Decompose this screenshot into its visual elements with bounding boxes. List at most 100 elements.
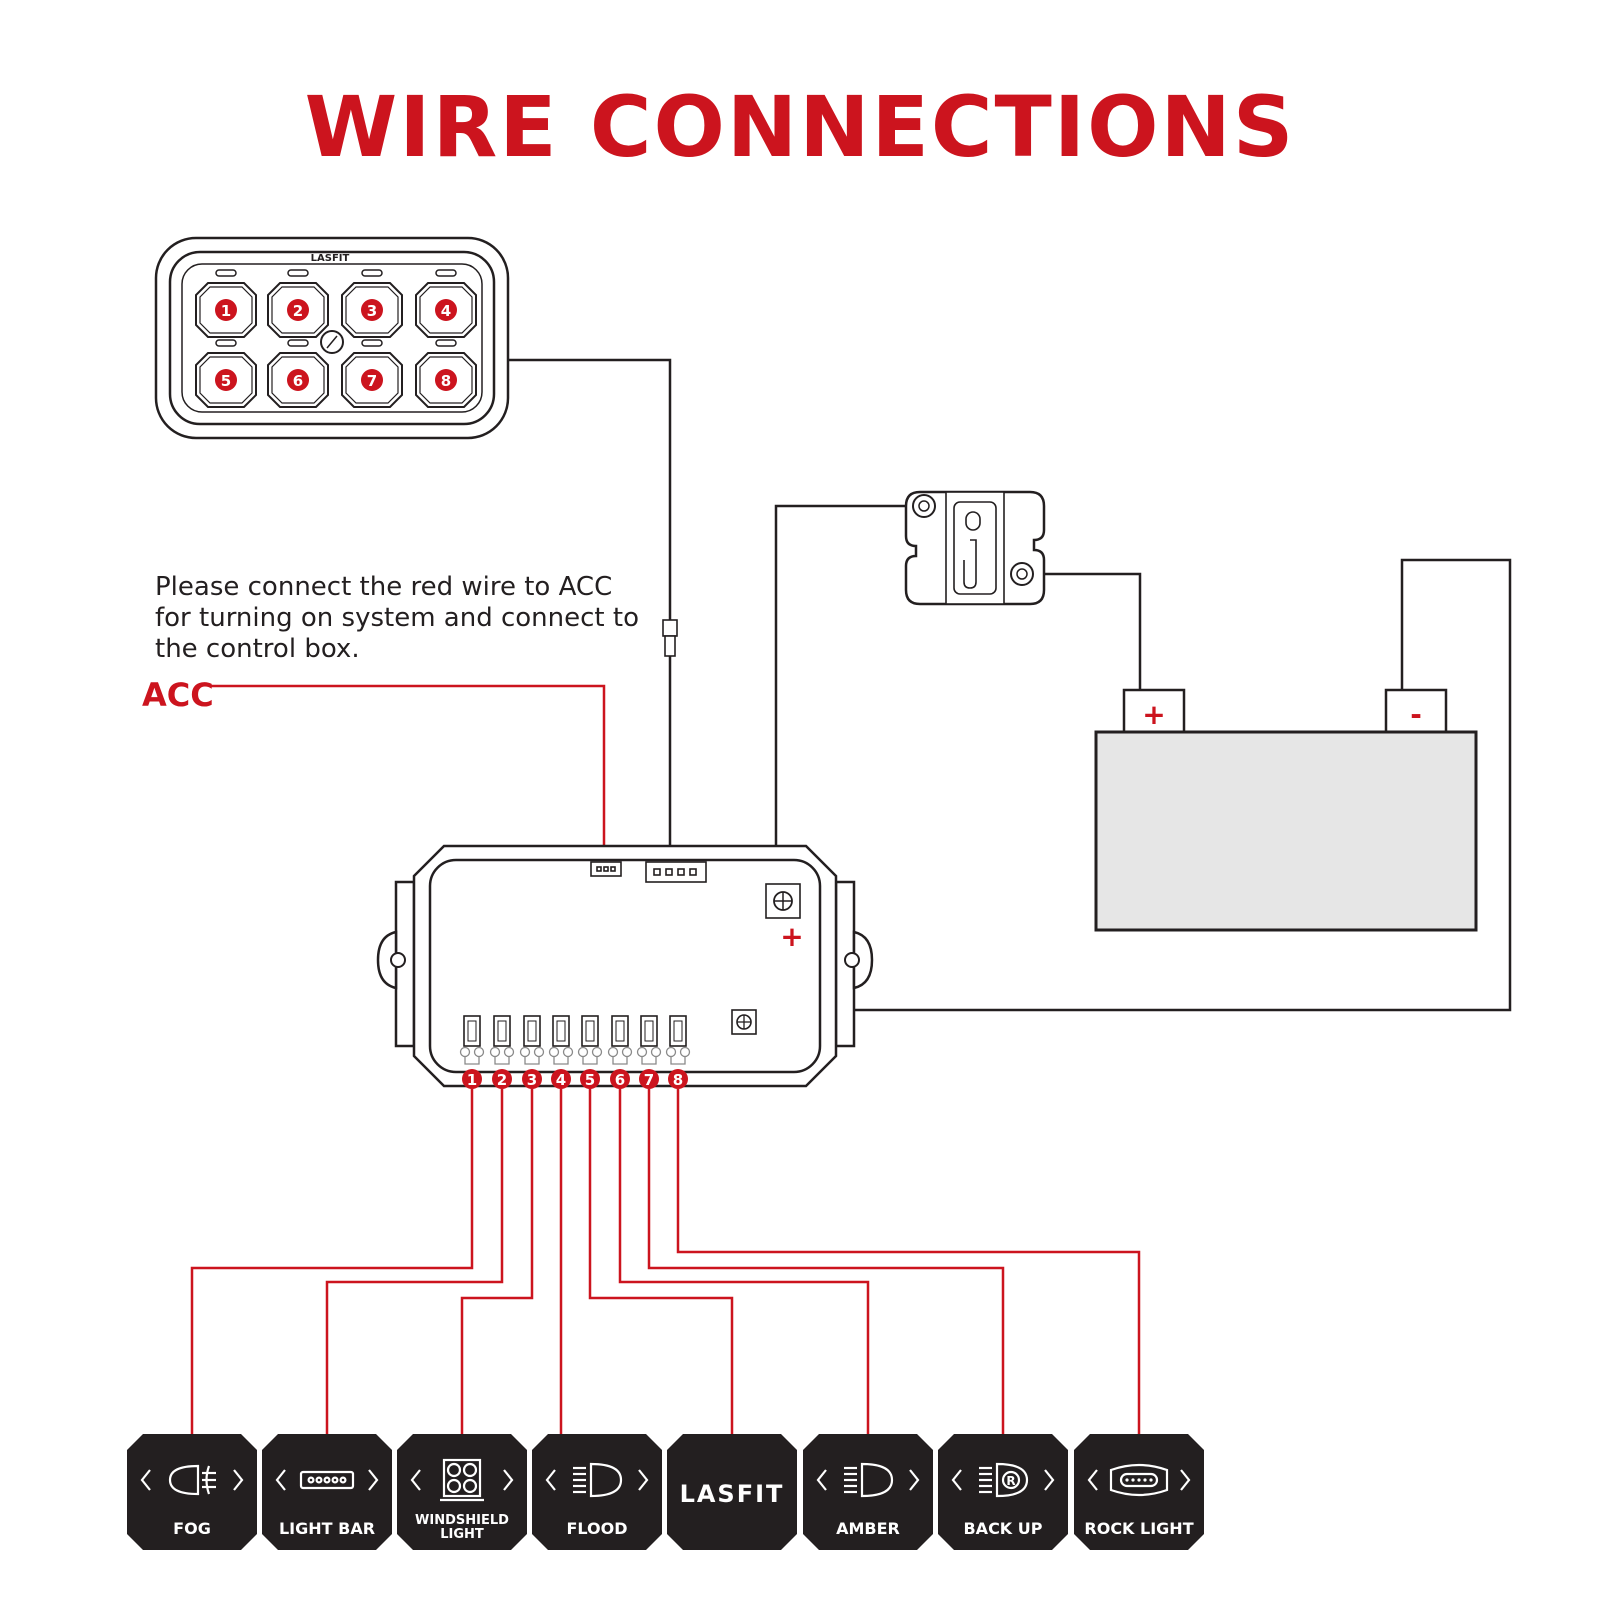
button-number: 3 bbox=[367, 302, 377, 320]
inline-connector bbox=[664, 635, 676, 657]
output-channel-6: 6 bbox=[607, 1015, 633, 1089]
battery: + - bbox=[1094, 688, 1478, 932]
output-wire-5 bbox=[588, 1089, 734, 1434]
circuit-breaker bbox=[904, 490, 1046, 606]
acc-instruction-note: Please connect the red wire to ACC for t… bbox=[155, 572, 675, 665]
switch-label: LASFIT bbox=[680, 1480, 785, 1508]
output-number: 1 bbox=[467, 1071, 477, 1089]
output-number-badge bbox=[610, 1069, 630, 1089]
switch-tile-flood[interactable]: FLOOD bbox=[532, 1434, 662, 1550]
backup-light-icon: R bbox=[951, 1462, 1055, 1498]
power-button[interactable] bbox=[320, 330, 344, 354]
output-number-badge bbox=[522, 1069, 542, 1089]
switch-label: LIGHT BAR bbox=[279, 1519, 375, 1538]
panel-button-3[interactable]: 3 bbox=[341, 269, 403, 338]
switch-tile-body bbox=[803, 1434, 933, 1550]
svg-text:R: R bbox=[1006, 1474, 1015, 1488]
button-number-badge bbox=[361, 299, 383, 321]
breaker-to-battery-positive-wire bbox=[1008, 572, 1142, 696]
switch-tile-body bbox=[127, 1434, 257, 1550]
output-channel-4: 4 bbox=[548, 1015, 574, 1089]
switch-tile-amber[interactable]: AMBER bbox=[803, 1434, 933, 1550]
output-number-badge bbox=[492, 1069, 512, 1089]
output-number: 7 bbox=[644, 1071, 654, 1089]
output-number: 2 bbox=[497, 1071, 507, 1089]
output-channel-5: 5 bbox=[577, 1015, 603, 1089]
panel-button-7[interactable]: 7 bbox=[341, 339, 403, 408]
button-indicator-led bbox=[215, 339, 237, 347]
switch-tile-body bbox=[397, 1434, 527, 1550]
battery-positive-post bbox=[1122, 688, 1186, 734]
output-number: 5 bbox=[585, 1071, 595, 1089]
breaker-terminal bbox=[912, 494, 936, 518]
battery-plus-label: + bbox=[1142, 698, 1165, 731]
light-bar-icon bbox=[275, 1469, 379, 1491]
page-title: WIRE CONNECTIONS bbox=[304, 78, 1296, 176]
output-channel-3: 3 bbox=[519, 1015, 545, 1089]
switch-label: ROCK LIGHT bbox=[1084, 1519, 1193, 1538]
panel-button-2[interactable]: 2 bbox=[267, 269, 329, 338]
button-indicator-led bbox=[361, 269, 383, 277]
button-number: 1 bbox=[221, 302, 231, 320]
button-number: 5 bbox=[221, 372, 231, 390]
button-indicator-led bbox=[435, 339, 457, 347]
switch-label: LIGHT bbox=[440, 1527, 484, 1542]
note-line: for turning on system and connect to bbox=[155, 603, 639, 633]
switch-tile-back-up[interactable]: R BACK UP bbox=[938, 1434, 1068, 1550]
button-indicator-led bbox=[215, 269, 237, 277]
output-number: 6 bbox=[615, 1071, 625, 1089]
switch-tile-fog[interactable]: FOG bbox=[127, 1434, 257, 1550]
switch-tile-body bbox=[1074, 1434, 1204, 1550]
output-wire-6 bbox=[618, 1089, 870, 1434]
note-line: Please connect the red wire to ACC bbox=[155, 572, 613, 602]
panel-button-6[interactable]: 6 bbox=[267, 339, 329, 408]
button-number-badge bbox=[287, 299, 309, 321]
amber-light-icon bbox=[816, 1462, 920, 1498]
button-number: 2 bbox=[293, 302, 303, 320]
output-wire-7 bbox=[647, 1089, 1005, 1434]
output-channel-8: 8 bbox=[665, 1015, 691, 1089]
output-wire-1 bbox=[190, 1089, 474, 1434]
breaker-to-box-positive-wire bbox=[774, 504, 914, 874]
output-number-badge bbox=[462, 1069, 482, 1089]
output-number-badge bbox=[551, 1069, 571, 1089]
mounting-hole bbox=[390, 952, 406, 968]
button-number: 7 bbox=[367, 372, 377, 390]
switch-tile-body bbox=[938, 1434, 1068, 1550]
panel-button-1[interactable]: 1 bbox=[195, 269, 257, 338]
inline-connector bbox=[662, 619, 678, 637]
button-number: 4 bbox=[441, 302, 451, 320]
panel-button-5[interactable]: 5 bbox=[195, 339, 257, 408]
output-channel-2: 2 bbox=[489, 1015, 515, 1089]
breaker-terminal bbox=[1010, 562, 1034, 586]
output-number-badge bbox=[639, 1069, 659, 1089]
switch-label: BACK UP bbox=[963, 1519, 1042, 1538]
battery-negative-to-box-wire bbox=[740, 558, 1512, 1012]
switch-tile-light-bar[interactable]: LIGHT BAR bbox=[262, 1434, 392, 1550]
panel-button-8[interactable]: 8 bbox=[415, 339, 477, 408]
acc-label: ACC bbox=[142, 676, 214, 714]
button-indicator-led bbox=[435, 269, 457, 277]
battery-minus-label: - bbox=[1410, 698, 1422, 731]
button-indicator-led bbox=[287, 339, 309, 347]
button-number: 8 bbox=[441, 372, 451, 390]
rock-light-icon bbox=[1087, 1463, 1191, 1497]
switch-tile-body bbox=[262, 1434, 392, 1550]
button-number-badge bbox=[435, 299, 457, 321]
positive-terminal-label: + bbox=[780, 920, 803, 953]
switch-tile-rock-light[interactable]: ROCK LIGHT bbox=[1074, 1434, 1204, 1550]
output-wire-3 bbox=[460, 1089, 534, 1434]
positive-terminal bbox=[765, 883, 801, 919]
switch-label: WINDSHIELD bbox=[415, 1513, 509, 1528]
button-indicator-led bbox=[287, 269, 309, 277]
panel-button-4[interactable]: 4 bbox=[415, 269, 477, 338]
output-number-badge bbox=[580, 1069, 600, 1089]
flood-light-icon bbox=[545, 1462, 649, 1498]
switch-tile-lasfit[interactable]: LASFIT bbox=[667, 1434, 797, 1550]
button-number-badge bbox=[287, 369, 309, 391]
windshield-light-icon bbox=[410, 1458, 514, 1502]
switch-label: FLOOD bbox=[566, 1519, 627, 1538]
